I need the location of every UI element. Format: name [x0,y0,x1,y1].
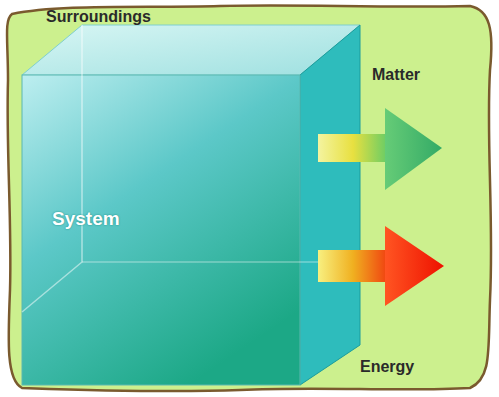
system-label: System [52,208,120,230]
cube-outline [20,22,365,387]
region-label: Surroundings [46,8,151,26]
energy-arrow [318,226,444,306]
system-cube: System [20,22,365,387]
arrow-label: Matter [372,66,420,84]
arrow-label: Energy [360,358,414,376]
matter-arrow [318,108,442,190]
